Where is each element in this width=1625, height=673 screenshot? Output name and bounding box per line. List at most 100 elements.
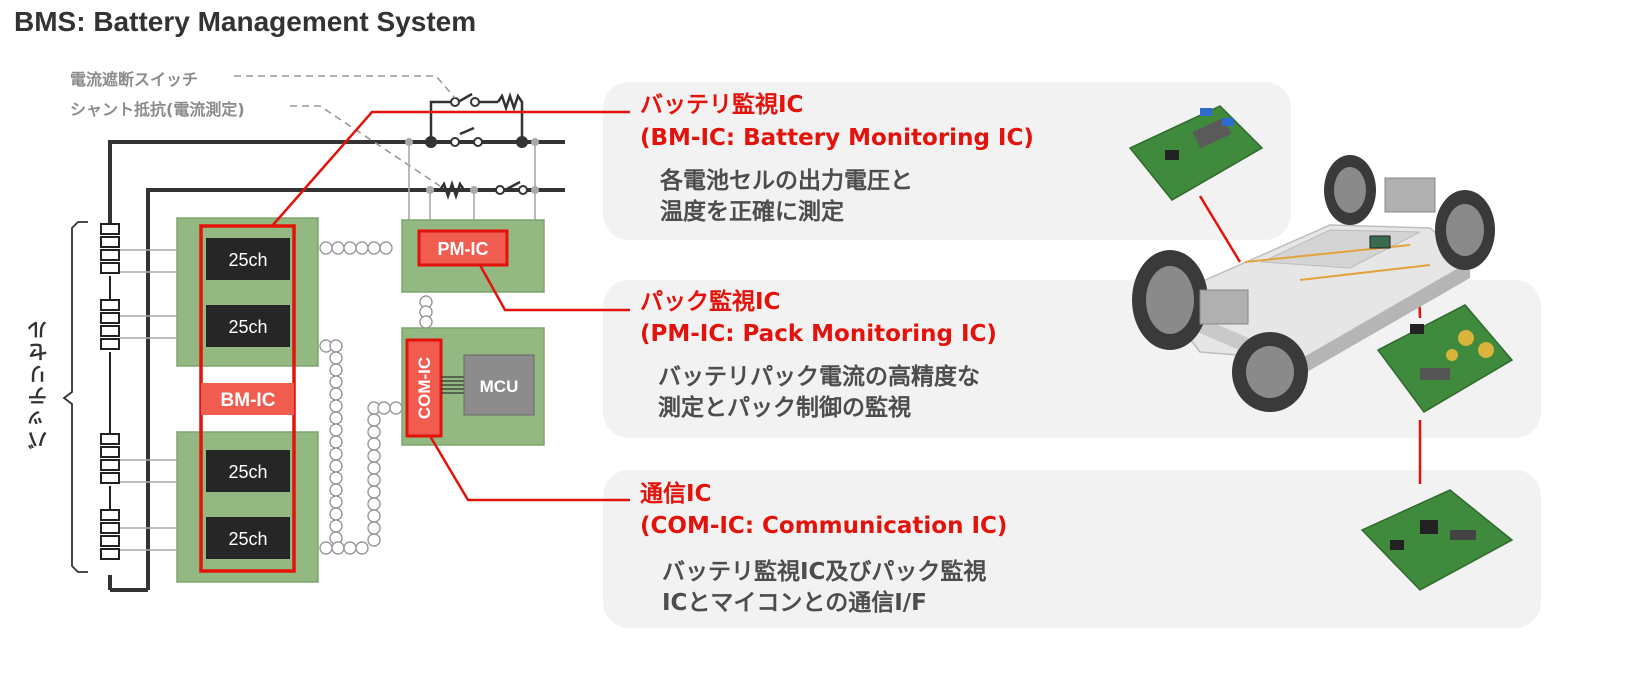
bm-ic-heading: バッテリ監視IC bbox=[640, 92, 804, 118]
chain-ring bbox=[331, 241, 345, 255]
chain-ring bbox=[329, 471, 343, 485]
junction-dots bbox=[425, 136, 528, 148]
battery-cell bbox=[100, 325, 120, 337]
chain-ring bbox=[329, 507, 343, 521]
label-leaders bbox=[234, 75, 456, 187]
mcu-chip bbox=[463, 354, 535, 416]
battery-cell bbox=[100, 522, 120, 534]
com-ic-subheading: (COM-IC: Communication IC) bbox=[640, 513, 1008, 539]
chain-ring bbox=[331, 541, 345, 555]
chain-ring bbox=[419, 315, 433, 329]
chain-ring bbox=[329, 519, 343, 533]
chain-ring bbox=[329, 399, 343, 413]
pm-ic-heading: パック監視IC bbox=[640, 289, 781, 315]
chain-ring bbox=[367, 533, 381, 547]
channel-chip-3 bbox=[206, 450, 290, 492]
switch-circuit bbox=[429, 92, 524, 200]
battery-cell bbox=[100, 446, 120, 458]
battery-cell bbox=[100, 312, 120, 324]
battery-cell bbox=[100, 338, 120, 350]
cell-bracket bbox=[62, 221, 88, 573]
battery-cell bbox=[100, 262, 120, 274]
battery-cell bbox=[100, 459, 120, 471]
switch-label: 電流遮断スイッチ bbox=[70, 70, 199, 89]
battery-cell bbox=[100, 433, 120, 445]
battery-cell bbox=[100, 535, 120, 547]
chain-ring bbox=[367, 509, 381, 523]
bm-ic-board-image bbox=[1128, 105, 1264, 201]
battery-cell bbox=[100, 548, 120, 560]
chain-ring bbox=[329, 339, 343, 353]
chain-ring bbox=[367, 497, 381, 511]
chain-ring bbox=[367, 413, 381, 427]
chain-ring bbox=[329, 447, 343, 461]
battery-cell bbox=[100, 299, 120, 311]
com-ic-chip bbox=[405, 338, 443, 438]
chain-ring bbox=[343, 541, 357, 555]
daisy-chain bbox=[319, 241, 433, 555]
channel-label-3: 25ch bbox=[228, 462, 267, 482]
pm-ic-subheading: (PM-IC: Pack Monitoring IC) bbox=[640, 321, 997, 347]
chain-ring bbox=[377, 401, 391, 415]
chain-ring bbox=[379, 241, 393, 255]
ev-chassis-image bbox=[1132, 155, 1495, 412]
com-ic-desc-line2: ICとマイコンとの通信I/F bbox=[662, 590, 927, 616]
mcu-label: MCU bbox=[480, 377, 519, 396]
pm-ic-desc-line2: 測定とパック制御の監視 bbox=[658, 395, 911, 421]
chain-ring bbox=[329, 459, 343, 473]
pm-ic-label: PM-IC bbox=[438, 239, 489, 259]
battery-cell bbox=[100, 509, 120, 521]
chain-ring bbox=[319, 541, 333, 555]
pm-ic-chip bbox=[417, 229, 509, 267]
channel-label-2: 25ch bbox=[228, 317, 267, 337]
chain-ring bbox=[329, 435, 343, 449]
chain-ring bbox=[343, 241, 357, 255]
battery-cell bbox=[100, 472, 120, 484]
chain-ring bbox=[319, 241, 333, 255]
battery-cell bbox=[100, 236, 120, 248]
bm-ic-desc-line1: 各電池セルの出力電圧と bbox=[660, 168, 913, 194]
chain-ring bbox=[329, 375, 343, 389]
chain-ring bbox=[367, 437, 381, 451]
chain-ring bbox=[355, 541, 369, 555]
chain-ring bbox=[329, 411, 343, 425]
channel-label-4: 25ch bbox=[228, 529, 267, 549]
mcu-bus bbox=[441, 376, 464, 394]
channel-chips: 25ch 25ch 25ch 25ch bbox=[206, 238, 290, 559]
battery-cell bbox=[100, 249, 120, 261]
chain-ring bbox=[329, 363, 343, 377]
chain-ring bbox=[367, 485, 381, 499]
page-title: BMS: Battery Management System bbox=[14, 6, 477, 37]
chain-ring bbox=[367, 461, 381, 475]
chain-ring bbox=[367, 425, 381, 439]
chain-ring bbox=[367, 449, 381, 463]
chain-ring bbox=[367, 521, 381, 535]
bm-ic-label-box bbox=[201, 383, 294, 415]
pm-ic-desc-line1: バッテリパック電流の高精度な bbox=[658, 364, 980, 390]
channel-chip-1 bbox=[206, 238, 290, 280]
chain-ring bbox=[389, 401, 403, 415]
chain-ring bbox=[329, 483, 343, 497]
com-ic-board-image bbox=[1360, 489, 1514, 591]
channel-chip-2 bbox=[206, 305, 290, 347]
switch-contacts bbox=[450, 97, 528, 195]
battery-cell-label: バッテリセル bbox=[27, 318, 51, 450]
battery-cell bbox=[100, 223, 120, 235]
chain-ring bbox=[355, 241, 369, 255]
callout-lines bbox=[271, 110, 630, 502]
bm-ic-desc-line2: 温度を正確に測定 bbox=[660, 199, 844, 225]
battery-cells bbox=[100, 223, 120, 560]
channel-chip-4 bbox=[206, 517, 290, 559]
chain-ring bbox=[367, 241, 381, 255]
pm-ic-board-image bbox=[1376, 304, 1514, 413]
chain-ring bbox=[329, 495, 343, 509]
chain-ring bbox=[329, 387, 343, 401]
channel-label-1: 25ch bbox=[228, 250, 267, 270]
chain-ring bbox=[367, 473, 381, 487]
bm-ic-subheading: (BM-IC: Battery Monitoring IC) bbox=[640, 125, 1034, 151]
shunt-label: シャント抵抗(電流測定) bbox=[70, 100, 245, 119]
chain-ring bbox=[329, 423, 343, 437]
com-ic-heading: 通信IC bbox=[640, 481, 712, 507]
com-ic-desc-line1: バッテリ監視IC及びパック監視 bbox=[662, 559, 987, 585]
